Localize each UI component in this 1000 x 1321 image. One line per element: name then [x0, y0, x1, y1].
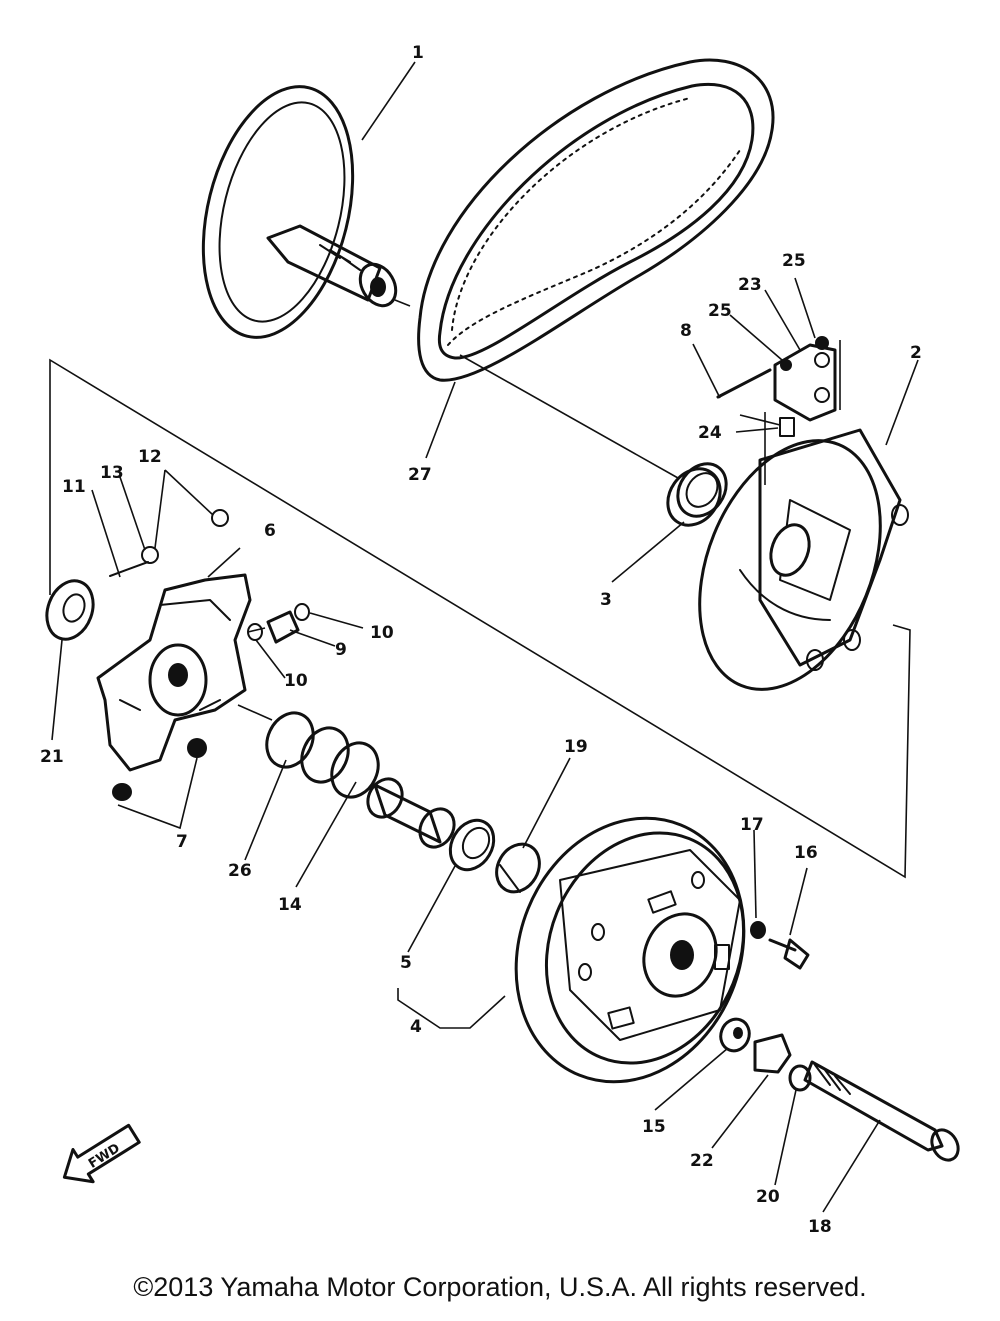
- washer-part-20: [788, 1064, 812, 1092]
- callout-22: 22: [690, 1151, 714, 1171]
- callout-16: 16: [794, 843, 818, 863]
- copyright-notice: ©2013 Yamaha Motor Corporation, U.S.A. A…: [133, 1272, 867, 1302]
- callout-7: 7: [176, 832, 188, 852]
- callout-2: 2: [910, 343, 922, 363]
- callout-3: 3: [600, 590, 612, 610]
- spring-part-26: [265, 711, 380, 799]
- callout-13: 13: [100, 463, 124, 483]
- bolt-part-16: [768, 938, 810, 970]
- callout-25b: 25: [782, 251, 806, 271]
- weight-arm-hardware: [716, 336, 841, 485]
- callout-9: 9: [335, 640, 347, 660]
- forward-arrow-label: FWD: [86, 1141, 123, 1172]
- callout-19: 19: [564, 737, 588, 757]
- callout-6: 6: [264, 521, 276, 541]
- callout-15: 15: [642, 1117, 666, 1137]
- spider-assembly-part-6: [96, 509, 252, 801]
- plate-part-22: [753, 1033, 792, 1074]
- washer-part-15: [719, 1017, 751, 1053]
- callout-11: 11: [62, 477, 86, 497]
- movable-sheave-part-2: [698, 428, 909, 691]
- callout-21: 21: [40, 747, 64, 767]
- callout-12: 12: [138, 447, 162, 467]
- callout-labels: 1 2 3 4 5 6 7 8 9 10 10 11 12 13 14 15 1…: [40, 43, 922, 1237]
- forward-arrow-icon: FWD: [62, 1123, 141, 1184]
- callout-20: 20: [756, 1187, 780, 1207]
- sheave-cover-part-4: [514, 816, 746, 1084]
- bolt-part-18: [803, 1060, 960, 1162]
- callout-14: 14: [278, 895, 302, 915]
- callout-10a: 10: [370, 623, 394, 643]
- roller-parts-9-10: [247, 603, 310, 644]
- callout-4: 4: [410, 1017, 422, 1037]
- bearing-part-3: [666, 462, 728, 527]
- callout-25a: 25: [708, 301, 732, 321]
- sleeve-part-14: [366, 777, 456, 849]
- callout-24: 24: [698, 423, 722, 443]
- callout-10b: 10: [284, 671, 308, 691]
- callout-leaders: [51, 61, 919, 1213]
- callout-18: 18: [808, 1217, 832, 1237]
- callout-23: 23: [738, 275, 762, 295]
- callout-1: 1: [412, 43, 424, 63]
- callout-5: 5: [400, 953, 412, 973]
- callout-17: 17: [740, 815, 764, 835]
- drive-belt-part-27: [417, 58, 775, 382]
- callout-27: 27: [408, 465, 432, 485]
- fixed-sheave-part-1: [201, 85, 411, 339]
- assembly-lines: [49, 354, 911, 879]
- callout-26: 26: [228, 861, 252, 881]
- nut-part-17: [750, 921, 766, 939]
- bushing-part-19: [495, 842, 541, 894]
- seal-part-5: [448, 818, 496, 872]
- callout-8: 8: [680, 321, 692, 341]
- washer-part-21: [45, 579, 95, 641]
